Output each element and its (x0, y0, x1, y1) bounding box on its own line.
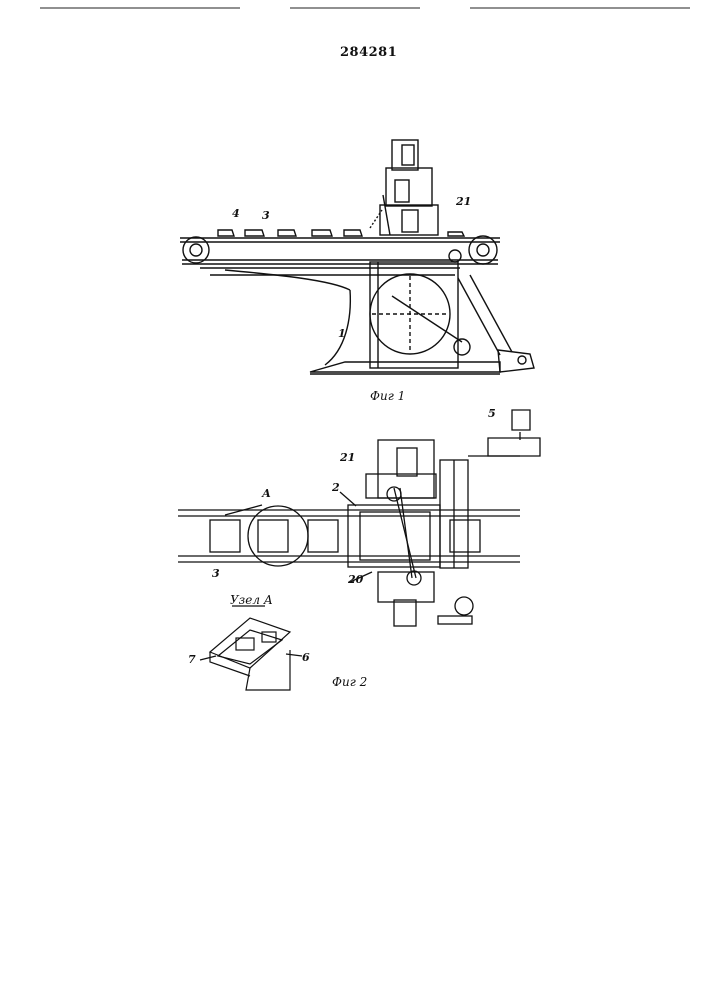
figure1-caption: Фиг 1 (370, 390, 405, 402)
callout-a: А (262, 488, 271, 499)
detail-node-a (200, 606, 302, 690)
detail-title: Узел А (230, 594, 273, 606)
callout-5: 5 (488, 408, 496, 419)
callout-3-plan: 3 (212, 568, 220, 579)
figure2-caption: Фиг 2 (332, 676, 367, 688)
callout-21-plan: 21 (340, 452, 355, 463)
callout-7: 7 (188, 654, 196, 665)
callout-2: 2 (332, 482, 340, 493)
callout-1: 1 (338, 328, 346, 339)
callout-6: 6 (302, 652, 310, 663)
callout-3: 3 (262, 210, 270, 221)
callout-20: 20 (348, 574, 363, 585)
callout-21: 21 (456, 196, 471, 207)
callout-4: 4 (232, 208, 240, 219)
patent-number: 284281 (340, 46, 397, 59)
figure1-side-view (180, 140, 534, 374)
